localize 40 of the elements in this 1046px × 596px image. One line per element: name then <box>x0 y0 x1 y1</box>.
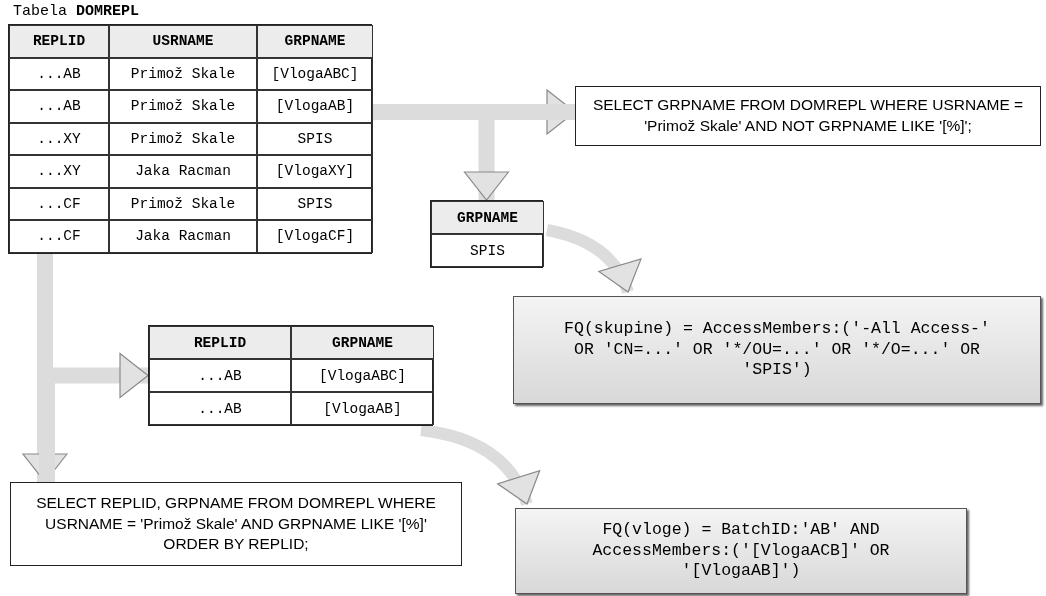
filter-query-box: FQ(skupine) = AccessMembers:('-All Access-' OR 'CN=...' OR '*/OU=...' OR '*/O=...' OR 'SPIS') <box>513 296 1041 404</box>
column-header: GRPNAME <box>291 326 434 359</box>
curved-arrow <box>545 224 640 294</box>
table-cell: ...AB <box>9 90 109 123</box>
column-header: GRPNAME <box>431 201 544 234</box>
table-cell: Jaka Racman <box>109 220 257 253</box>
table-cell: ...CF <box>9 187 109 220</box>
table-cell: [VlogaAB] <box>291 392 434 425</box>
table-cell: [VlogaXY] <box>257 155 373 188</box>
column-header: REPLID <box>9 25 109 58</box>
table-caption: Tabela DOMREPL <box>13 3 140 20</box>
table-cell: Jaka Racman <box>109 155 257 188</box>
table-cell: SPIS <box>431 234 544 267</box>
filter-query-box: FQ(vloge) = BatchID:'AB' AND AccessMembers:('[VlogaACB]' OR '[VlogaAB]') <box>515 508 967 594</box>
column-header: GRPNAME <box>257 25 373 58</box>
arrow <box>463 104 575 201</box>
table-cell: Primož Skale <box>109 122 257 155</box>
table-cell: ...XY <box>9 122 109 155</box>
table-cell: [VlogaABC] <box>291 359 434 392</box>
table-cell: Primož Skale <box>109 90 257 123</box>
result-table <box>148 325 433 426</box>
arrow <box>39 352 149 482</box>
query-box: SELECT GRPNAME FROM DOMREPL WHERE USRNAME = 'Primož Skale' AND NOT GRPNAME LIKE '[%]'; <box>575 86 1041 146</box>
curved-arrow <box>420 424 539 507</box>
table-cell: ...XY <box>9 155 109 188</box>
table-cell: SPIS <box>257 187 373 220</box>
table-cell: Primož Skale <box>109 187 257 220</box>
table-cell: ...AB <box>149 359 291 392</box>
table-cell: SPIS <box>257 122 373 155</box>
column-header: USRNAME <box>109 25 257 58</box>
table-cell: Primož Skale <box>109 57 257 90</box>
table-cell: ...CF <box>9 220 109 253</box>
result-table <box>430 200 543 268</box>
column-header: REPLID <box>149 326 291 359</box>
table-cell: [VlogaCF] <box>257 220 373 253</box>
table-cell: [VlogaAB] <box>257 90 373 123</box>
table-cell: ...AB <box>149 392 291 425</box>
query-box: SELECT REPLID, GRPNAME FROM DOMREPL WHERE USRNAME = 'Primož Skale' AND GRPNAME LIKE '[%]' ORDER BY REPLID; <box>10 482 462 566</box>
table-cell: ...AB <box>9 57 109 90</box>
table-cell: [VlogaABC] <box>257 57 373 90</box>
